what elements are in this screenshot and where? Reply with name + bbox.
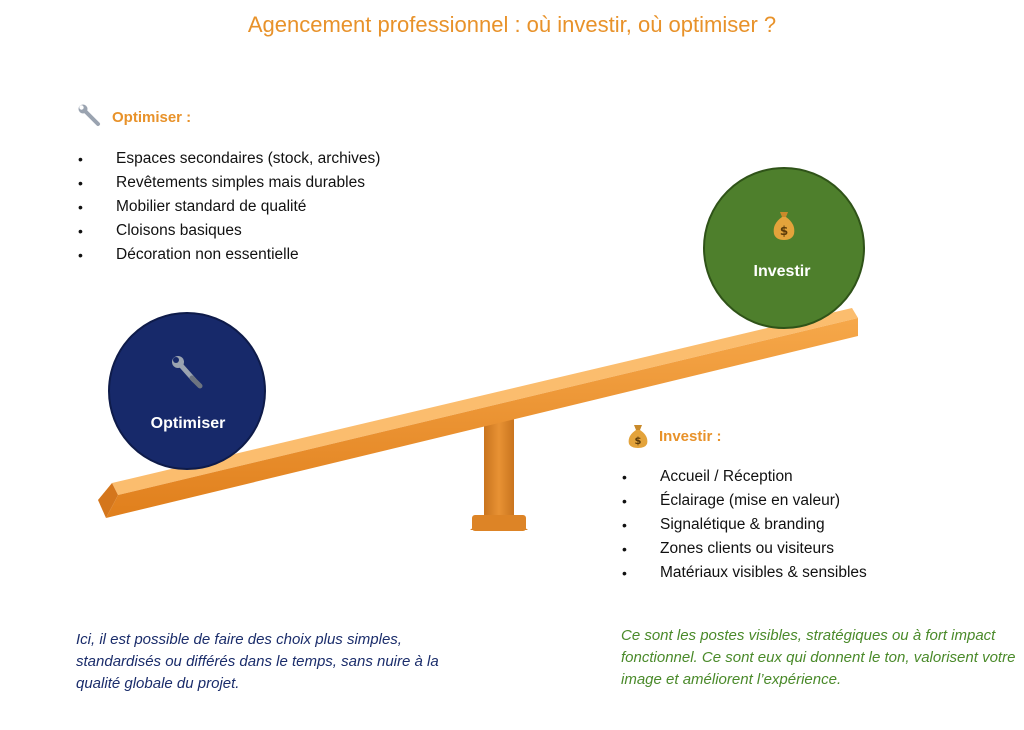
wrench-icon bbox=[78, 104, 100, 126]
list-item: Matériaux visibles & sensibles bbox=[622, 561, 867, 585]
svg-text:$: $ bbox=[780, 224, 788, 238]
list-item: Revêtements simples mais durables bbox=[78, 171, 380, 195]
optimiser-list: Espaces secondaires (stock, archives) Re… bbox=[78, 147, 380, 267]
list-item: Mobilier standard de qualité bbox=[78, 195, 380, 219]
optimiser-circle: Optimiser bbox=[108, 312, 266, 470]
list-item: Espaces secondaires (stock, archives) bbox=[78, 147, 380, 171]
wrench-icon bbox=[172, 356, 203, 389]
investir-list: Accueil / Réception Éclairage (mise en v… bbox=[622, 465, 867, 585]
seesaw-fulcrum bbox=[470, 418, 528, 531]
optimiser-circle-label: Optimiser bbox=[151, 415, 226, 432]
page-title: Agencement professionnel : où investir, … bbox=[247, 12, 777, 37]
list-item: Cloisons basiques bbox=[78, 219, 380, 243]
investir-heading: $ Investir : bbox=[625, 423, 722, 449]
money-bag-icon: $ bbox=[628, 425, 648, 448]
investir-heading-label: Investir : bbox=[659, 427, 722, 445]
list-item: Signalétique & branding bbox=[622, 513, 867, 537]
money-bag-icon: $ bbox=[773, 212, 795, 240]
list-item: Décoration non essentielle bbox=[78, 243, 380, 267]
seesaw-plank bbox=[98, 308, 858, 518]
list-item: Zones clients ou visiteurs bbox=[622, 537, 867, 561]
list-item: Accueil / Réception bbox=[622, 465, 867, 489]
list-item: Éclairage (mise en valeur) bbox=[622, 489, 867, 513]
investir-circle: $ Investir bbox=[703, 167, 865, 329]
optimiser-note: Ici, il est possible de faire des choix … bbox=[76, 631, 439, 692]
svg-text:$: $ bbox=[635, 436, 642, 447]
optimiser-heading: Optimiser : bbox=[78, 104, 191, 130]
investir-note: Ce sont les postes visibles, stratégique… bbox=[621, 627, 1016, 688]
investir-circle-label: Investir bbox=[754, 263, 811, 280]
optimiser-heading-label: Optimiser : bbox=[112, 108, 192, 126]
